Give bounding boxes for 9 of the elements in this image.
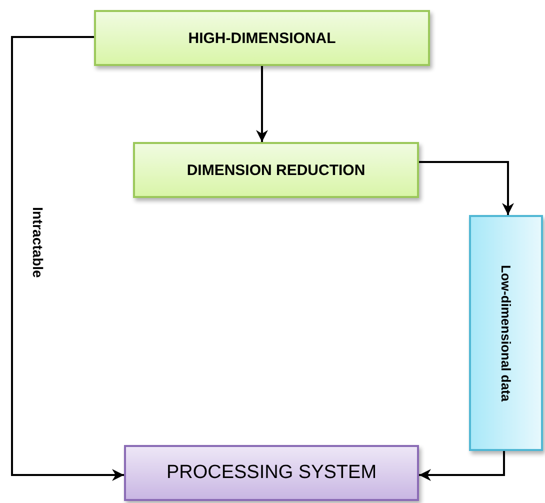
arrow bbox=[11, 36, 124, 481]
arrow bbox=[419, 451, 505, 481]
edge-label: Intractable bbox=[30, 207, 46, 278]
arrow bbox=[256, 66, 268, 142]
process-box: DIMENSION REDUCTION bbox=[133, 142, 419, 198]
process-box: PROCESSING SYSTEM bbox=[124, 445, 419, 501]
arrow bbox=[419, 161, 514, 215]
data-box: Low-dimensional data bbox=[469, 215, 543, 451]
process-box: HIGH-DIMENSIONAL bbox=[94, 10, 430, 66]
